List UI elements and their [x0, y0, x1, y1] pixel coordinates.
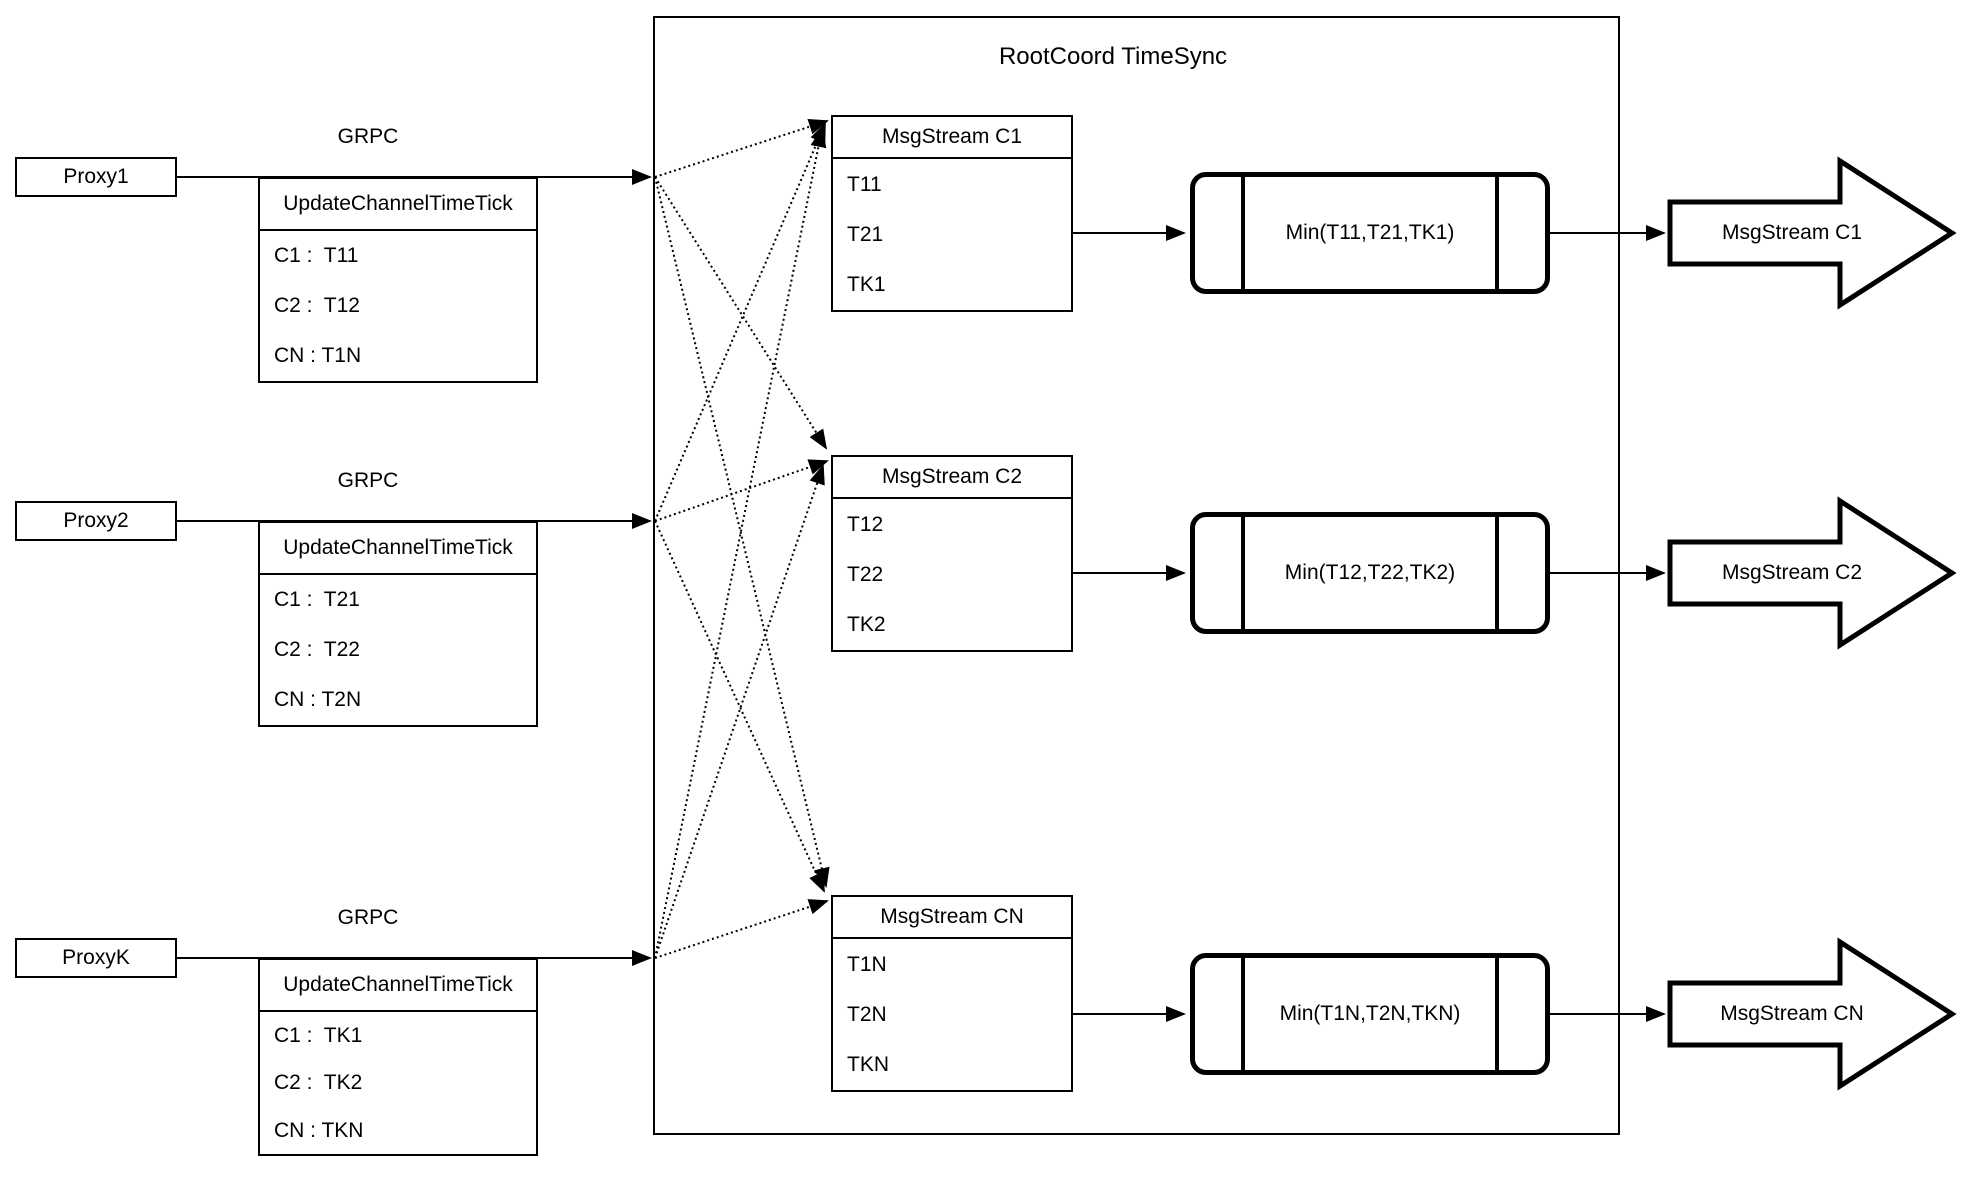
msgstream-buffer-table-3: MsgStream CN T1N T2N TKN	[831, 895, 1073, 1092]
timetick-entry: C2 : T22	[274, 638, 360, 662]
msgstream-buffer-header-2: MsgStream C2	[833, 457, 1071, 499]
output-stream-label-1: MsgStream C1	[1721, 221, 1863, 244]
output-arrow-shape-1	[1667, 156, 1957, 310]
timetick-value: T22	[847, 562, 884, 586]
timetick-value: T11	[847, 172, 882, 196]
min-reducer-label-3: Min(T1N,T2N,TKN)	[1279, 1002, 1461, 1026]
grpc-label-3: GRPC	[337, 906, 399, 930]
min-reducer-box-3: Min(T1N,T2N,TKN)	[1190, 953, 1550, 1075]
timetick-value: TK1	[847, 273, 886, 297]
msgstream-buffer-rows-1: T11 T21 TK1	[833, 159, 1071, 310]
grpc-label-2: GRPC	[337, 469, 399, 493]
proxy-box-3: ProxyK	[15, 938, 177, 978]
timetick-value: TK2	[847, 613, 886, 637]
update-timetick-rows-1: C1 : T11 C2 : T12 CN : T1N	[260, 231, 536, 381]
timetick-value: TKN	[847, 1053, 889, 1077]
update-timetick-table-2: UpdateChannelTimeTick C1 : T21 C2 : T22 …	[258, 521, 538, 727]
min-reducer-box-1: Min(T11,T21,TK1)	[1190, 172, 1550, 294]
min-reducer-box-2: Min(T12,T22,TK2)	[1190, 512, 1550, 634]
min-box-left-divider	[1241, 177, 1245, 289]
min-box-right-divider	[1495, 517, 1499, 629]
msgstream-buffer-table-1: MsgStream C1 T11 T21 TK1	[831, 115, 1073, 312]
output-stream-label-2: MsgStream C2	[1721, 561, 1863, 584]
timetick-entry: C2 : TK2	[274, 1071, 363, 1095]
update-timetick-table-3: UpdateChannelTimeTick C1 : TK1 C2 : TK2 …	[258, 958, 538, 1156]
proxy-box-2: Proxy2	[15, 501, 177, 541]
timetick-fanout-connectors	[654, 118, 830, 959]
rootcoord-title: RootCoord TimeSync	[998, 43, 1228, 70]
min-reducer-label-2: Min(T12,T22,TK2)	[1284, 561, 1456, 585]
update-timetick-header-3: UpdateChannelTimeTick	[260, 960, 536, 1012]
timetick-entry: C2 : T12	[274, 294, 360, 318]
update-timetick-table-1: UpdateChannelTimeTick C1 : T11 C2 : T12 …	[258, 177, 538, 383]
timetick-value: T2N	[847, 1002, 887, 1026]
pipeline-connectors	[1073, 225, 1666, 1022]
timetick-value: T21	[847, 222, 884, 246]
msgstream-buffer-header-1: MsgStream C1	[833, 117, 1071, 159]
timetick-entry: C1 : T21	[274, 588, 360, 612]
timetick-value: T1N	[847, 952, 887, 976]
msgstream-buffer-header-3: MsgStream CN	[833, 897, 1071, 939]
output-stream-arrows	[1667, 156, 1957, 1091]
min-box-left-divider	[1241, 517, 1245, 629]
update-timetick-header-2: UpdateChannelTimeTick	[260, 523, 536, 575]
min-box-left-divider	[1241, 958, 1245, 1070]
timetick-value: T12	[847, 512, 884, 536]
min-box-right-divider	[1495, 958, 1499, 1070]
timetick-entry: CN : T2N	[274, 688, 362, 712]
min-reducer-label-1: Min(T11,T21,TK1)	[1285, 221, 1455, 245]
output-arrow-shape-3	[1667, 937, 1957, 1091]
rootcoord-box	[653, 16, 1620, 1135]
min-box-right-divider	[1495, 177, 1499, 289]
timetick-entry: CN : T1N	[274, 344, 362, 368]
msgstream-buffer-rows-3: T1N T2N TKN	[833, 939, 1071, 1090]
msgstream-buffer-rows-2: T12 T22 TK2	[833, 499, 1071, 650]
grpc-label-1: GRPC	[337, 125, 399, 149]
update-timetick-rows-3: C1 : TK1 C2 : TK2 CN : TKN	[260, 1012, 536, 1154]
msgstream-buffer-table-2: MsgStream C2 T12 T22 TK2	[831, 455, 1073, 652]
update-timetick-rows-2: C1 : T21 C2 : T22 CN : T2N	[260, 575, 536, 725]
update-timetick-header-1: UpdateChannelTimeTick	[260, 179, 536, 231]
timetick-entry: C1 : T11	[274, 244, 359, 268]
proxy-box-1: Proxy1	[15, 157, 177, 197]
timetick-entry: CN : TKN	[274, 1118, 364, 1142]
timetick-entry: C1 : TK1	[274, 1024, 363, 1048]
output-stream-label-3: MsgStream CN	[1720, 1002, 1864, 1025]
output-arrow-shape-2	[1667, 496, 1957, 650]
